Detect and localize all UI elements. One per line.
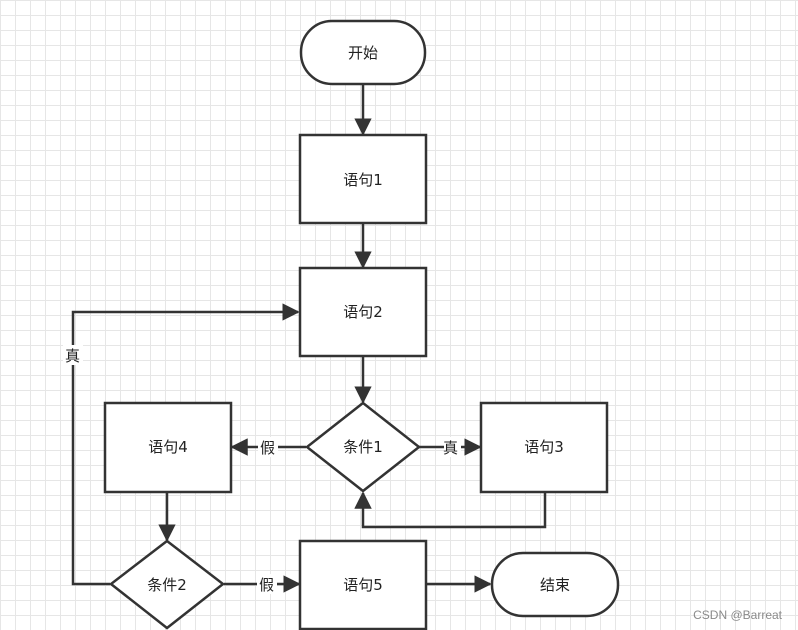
- end-label: 结束: [540, 576, 570, 594]
- statement-2-label: 语句2: [343, 303, 383, 321]
- edge-s3-c1-loop: [354, 491, 547, 529]
- condition-1-label: 条件1: [343, 438, 383, 456]
- edge-c2-s2-loop: [71, 303, 300, 586]
- statement-5-box: [298, 539, 428, 630]
- edge-label-c1-false: 假: [260, 439, 275, 457]
- watermark-text: CSDN @Barreat: [693, 608, 782, 622]
- statement-2-box: [298, 266, 428, 358]
- statement-1-label: 语句1: [343, 171, 383, 189]
- statement-4-label: 语句4: [148, 438, 188, 456]
- condition-1-diamond: [304, 401, 422, 493]
- statement-3-label: 语句3: [524, 438, 564, 456]
- start-node: [299, 19, 427, 86]
- start-label: 开始: [348, 44, 378, 62]
- statement-4-box: [103, 401, 233, 494]
- statement-5-label: 语句5: [343, 576, 383, 594]
- statement-1-box: [298, 133, 428, 225]
- edge-label-c2-true: 真: [65, 347, 80, 365]
- edge-label-c1-true: 真: [443, 439, 458, 457]
- end-node: [490, 551, 620, 618]
- statement-3-box: [479, 401, 609, 494]
- edge-label-c2-false: 假: [259, 576, 274, 594]
- condition-2-diamond: [108, 539, 226, 630]
- condition-2-label: 条件2: [147, 576, 187, 594]
